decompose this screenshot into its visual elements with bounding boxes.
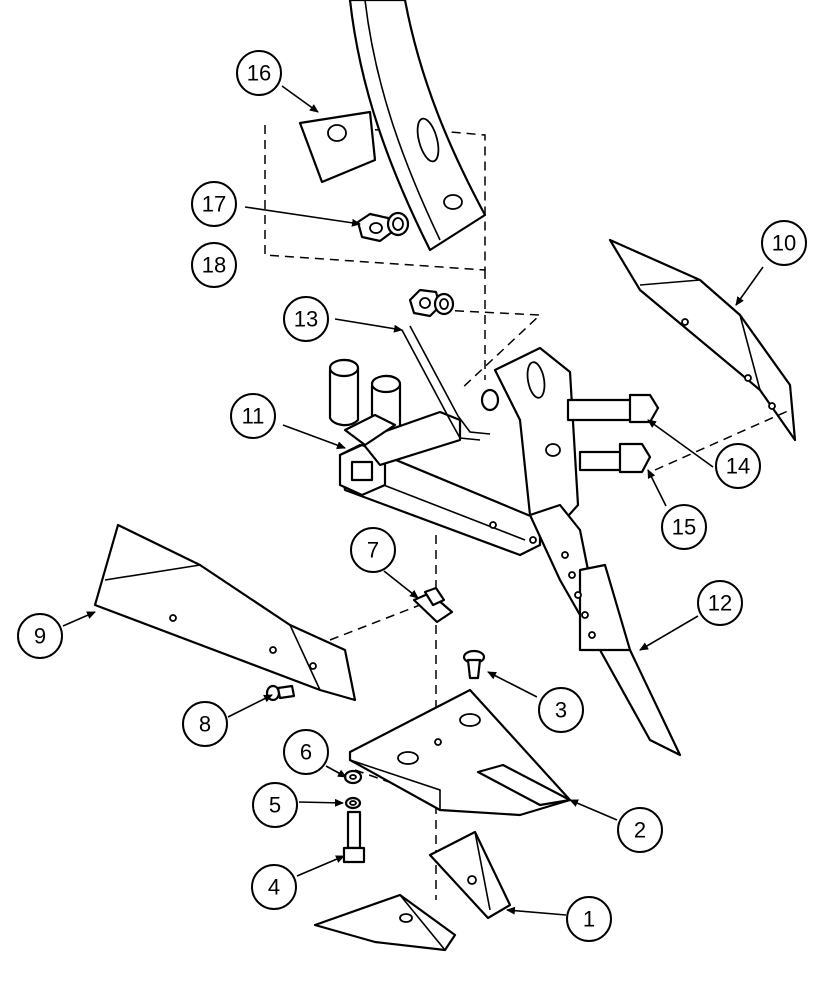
- callout-1: 1: [566, 896, 612, 942]
- svg-text:3: 3: [555, 698, 567, 723]
- clip-nut: [412, 586, 454, 624]
- plow-bolt-small: [265, 684, 296, 702]
- shank-leg: [493, 346, 682, 757]
- callout-3: 3: [538, 687, 584, 733]
- svg-text:13: 13: [294, 307, 318, 332]
- callout-15: 15: [661, 504, 707, 550]
- svg-text:2: 2: [634, 818, 646, 843]
- svg-text:12: 12: [708, 591, 732, 616]
- curved-shank: [348, 0, 487, 252]
- svg-text:5: 5: [269, 793, 281, 818]
- bolt-long-lower: [578, 442, 652, 474]
- callout-10: 10: [761, 220, 807, 266]
- callout-16: 16: [236, 50, 282, 96]
- callout-6: 6: [283, 729, 329, 775]
- svg-text:11: 11: [242, 404, 265, 429]
- svg-text:8: 8: [199, 712, 211, 737]
- bolt-long-upper: [566, 393, 660, 424]
- callout-12: 12: [697, 580, 743, 626]
- shovel-share: [348, 688, 572, 817]
- nut-and-washer-top: [356, 211, 410, 243]
- svg-text:7: 7: [367, 538, 379, 563]
- svg-text:18: 18: [202, 253, 226, 278]
- callout-14: 14: [715, 443, 761, 489]
- svg-text:6: 6: [300, 740, 312, 765]
- callout-18: 18: [191, 242, 237, 288]
- callout-17: 17: [191, 181, 237, 227]
- main-frame: [328, 358, 542, 557]
- leader-lines: [62, 85, 764, 916]
- callout-4: 4: [251, 864, 297, 910]
- clamp-plate: [298, 110, 377, 184]
- washers: [343, 769, 363, 810]
- svg-text:10: 10: [772, 231, 796, 256]
- svg-text:9: 9: [34, 624, 46, 649]
- callout-5: 5: [252, 782, 298, 828]
- plow-bolt: [462, 649, 486, 680]
- callout-9: 9: [17, 613, 63, 659]
- callout-8: 8: [182, 701, 228, 747]
- nut-and-washer-frame: [408, 288, 455, 318]
- callout-13: 13: [283, 296, 329, 342]
- svg-text:15: 15: [672, 515, 696, 540]
- svg-text:14: 14: [726, 454, 750, 479]
- callout-7: 7: [350, 527, 396, 573]
- svg-text:1: 1: [583, 907, 595, 932]
- callout-11: 11: [230, 393, 276, 439]
- left-wing-sweep: [93, 523, 357, 702]
- point-upper: [428, 830, 512, 920]
- svg-text:4: 4: [268, 875, 280, 900]
- svg-text:17: 17: [202, 192, 226, 217]
- spring-rod: [401, 325, 491, 441]
- bolt-frame-upper: [480, 388, 500, 412]
- right-wing-sweep: [608, 238, 797, 442]
- callout-2: 2: [617, 807, 663, 853]
- point-lower: [313, 893, 457, 952]
- svg-text:16: 16: [247, 61, 271, 86]
- cap-screw: [342, 810, 366, 864]
